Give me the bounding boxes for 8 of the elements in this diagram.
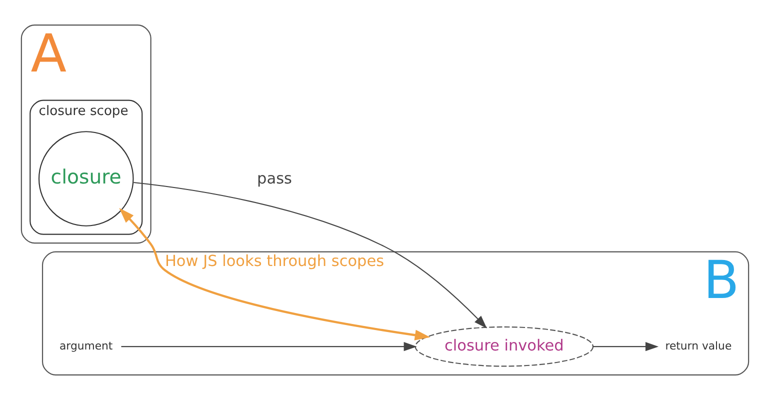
arrow xyxy=(119,208,430,340)
node-text: return value xyxy=(665,339,732,352)
edge-label: How JS looks through scopes xyxy=(164,252,384,270)
node-text: argument xyxy=(60,339,113,352)
edge-label: pass xyxy=(257,169,292,188)
arrow xyxy=(134,182,487,328)
arrow xyxy=(121,342,417,352)
arrow xyxy=(592,342,659,352)
